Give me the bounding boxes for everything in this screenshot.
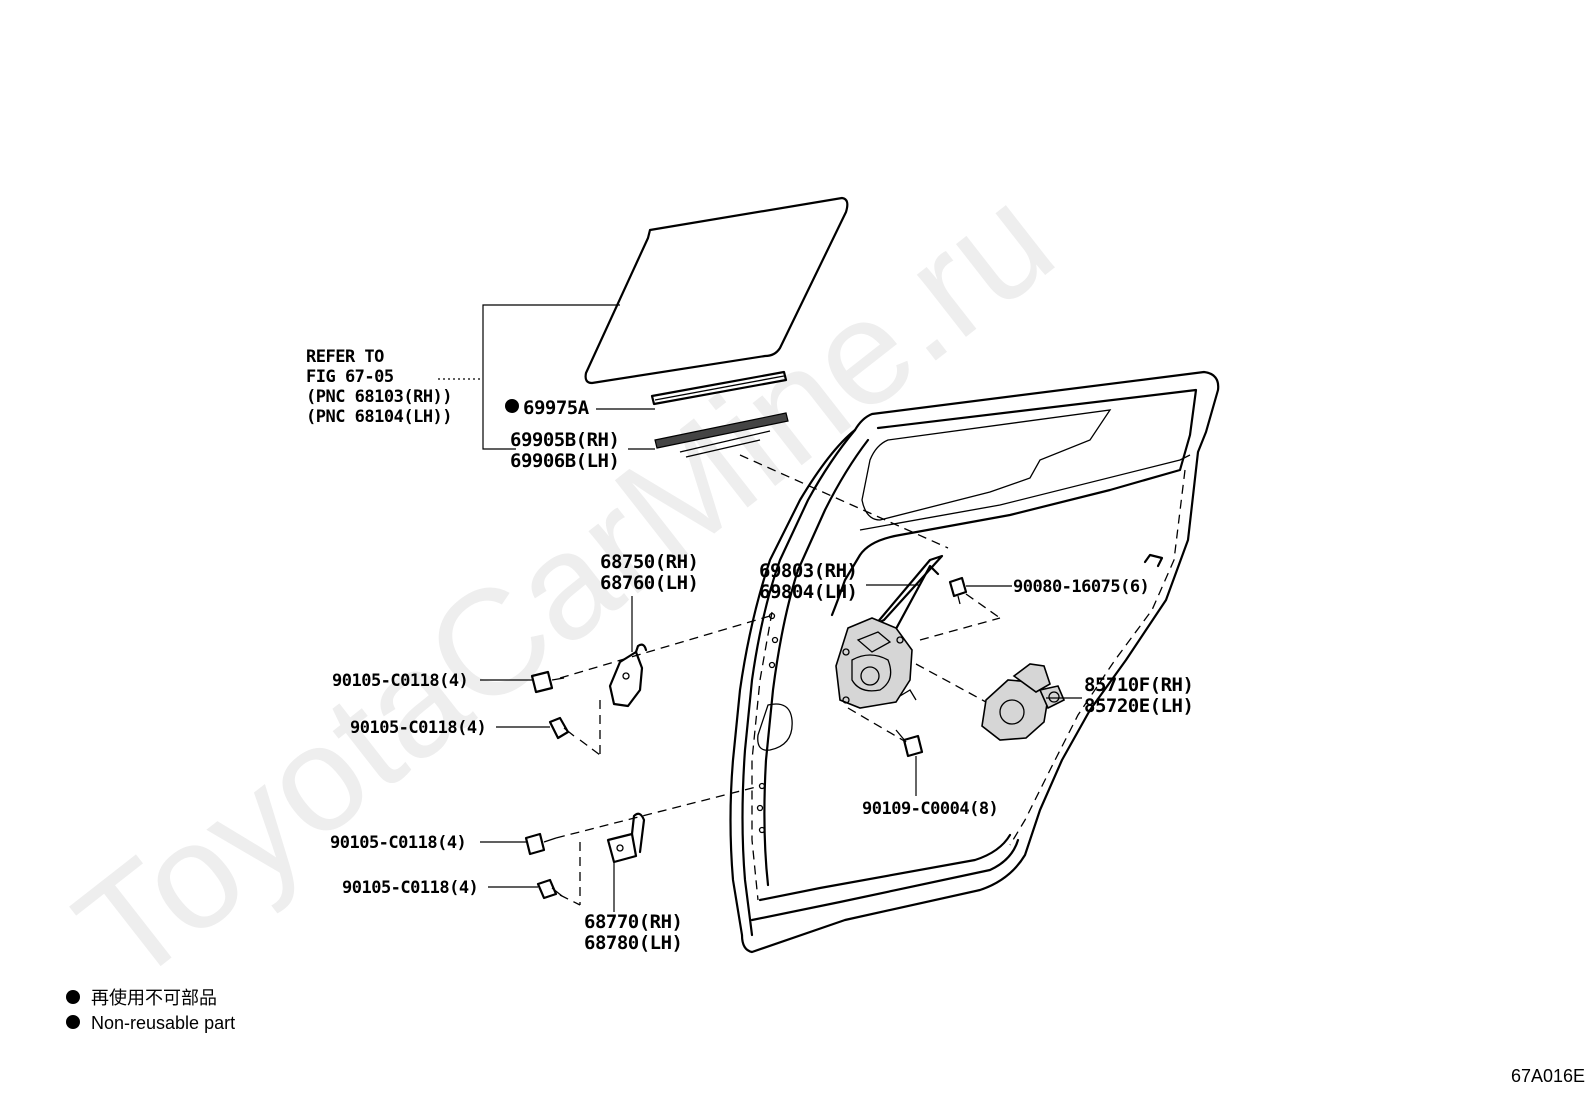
legend: 再使用不可部品 Non-reusable part (66, 988, 235, 1033)
window-regulator (835, 554, 944, 709)
label-69905b: 69905B(RH) (510, 429, 619, 451)
glass-seal-strip (650, 370, 788, 406)
label-68770: 68770(RH) (584, 911, 682, 933)
reference-line-1: REFER TO (306, 347, 384, 367)
non-reusable-marker (505, 399, 519, 413)
assembly-lines (555, 454, 1001, 906)
label-85720e: 85720E(LH) (1084, 695, 1193, 717)
reference-line-3: (PNC 68103(RH)) (306, 387, 452, 407)
legend-marker-en (66, 1015, 80, 1029)
label-90105-b: 90105-C0118(4) (350, 718, 486, 738)
label-90080: 90080-16075(6) (1013, 577, 1149, 597)
label-90105-a: 90105-C0118(4) (332, 671, 468, 691)
window-motor (981, 663, 1066, 741)
legend-marker-jp (66, 990, 80, 1004)
label-90105-d: 90105-C0118(4) (342, 878, 478, 898)
bolt-90080 (948, 576, 968, 605)
bolt-90105-d (536, 878, 563, 900)
reference-line-2: FIG 67-05 (306, 367, 394, 387)
label-90109: 90109-C0004(8) (862, 799, 998, 819)
bolt-90109 (895, 729, 924, 758)
legend-en: Non-reusable part (91, 1013, 235, 1033)
leader-lines (480, 584, 1082, 912)
label-69803: 69803(RH) (759, 560, 857, 582)
label-68780: 68780(LH) (584, 932, 682, 954)
label-69804: 69804(LH) (759, 581, 857, 603)
label-69975a: 69975A (523, 397, 590, 419)
watermark: ToyotaCarMine.ru (46, 154, 1082, 1015)
bolt-90105-a (530, 670, 565, 694)
upper-hinge (608, 643, 648, 708)
reference-bracket (438, 304, 655, 450)
label-85710f: 85710F(RH) (1084, 674, 1193, 696)
door-glass (584, 196, 849, 385)
label-90105-c: 90105-C0118(4) (330, 833, 466, 853)
label-68760: 68760(LH) (600, 572, 698, 594)
label-68750: 68750(RH) (600, 551, 698, 573)
bolt-90105-b (548, 716, 575, 740)
label-69906b: 69906B(LH) (510, 450, 619, 472)
bolt-90105-c (524, 832, 557, 856)
figure-code: 67A016E (1511, 1066, 1585, 1086)
lower-hinge (606, 812, 646, 864)
reference-line-4: (PNC 68104(LH)) (306, 407, 452, 427)
reference-note: REFER TO FIG 67-05 (PNC 68103(RH)) (PNC … (306, 347, 453, 427)
glass-run-strip (654, 412, 789, 458)
legend-jp: 再使用不可部品 (91, 988, 217, 1008)
rear-door-panel (729, 370, 1220, 954)
